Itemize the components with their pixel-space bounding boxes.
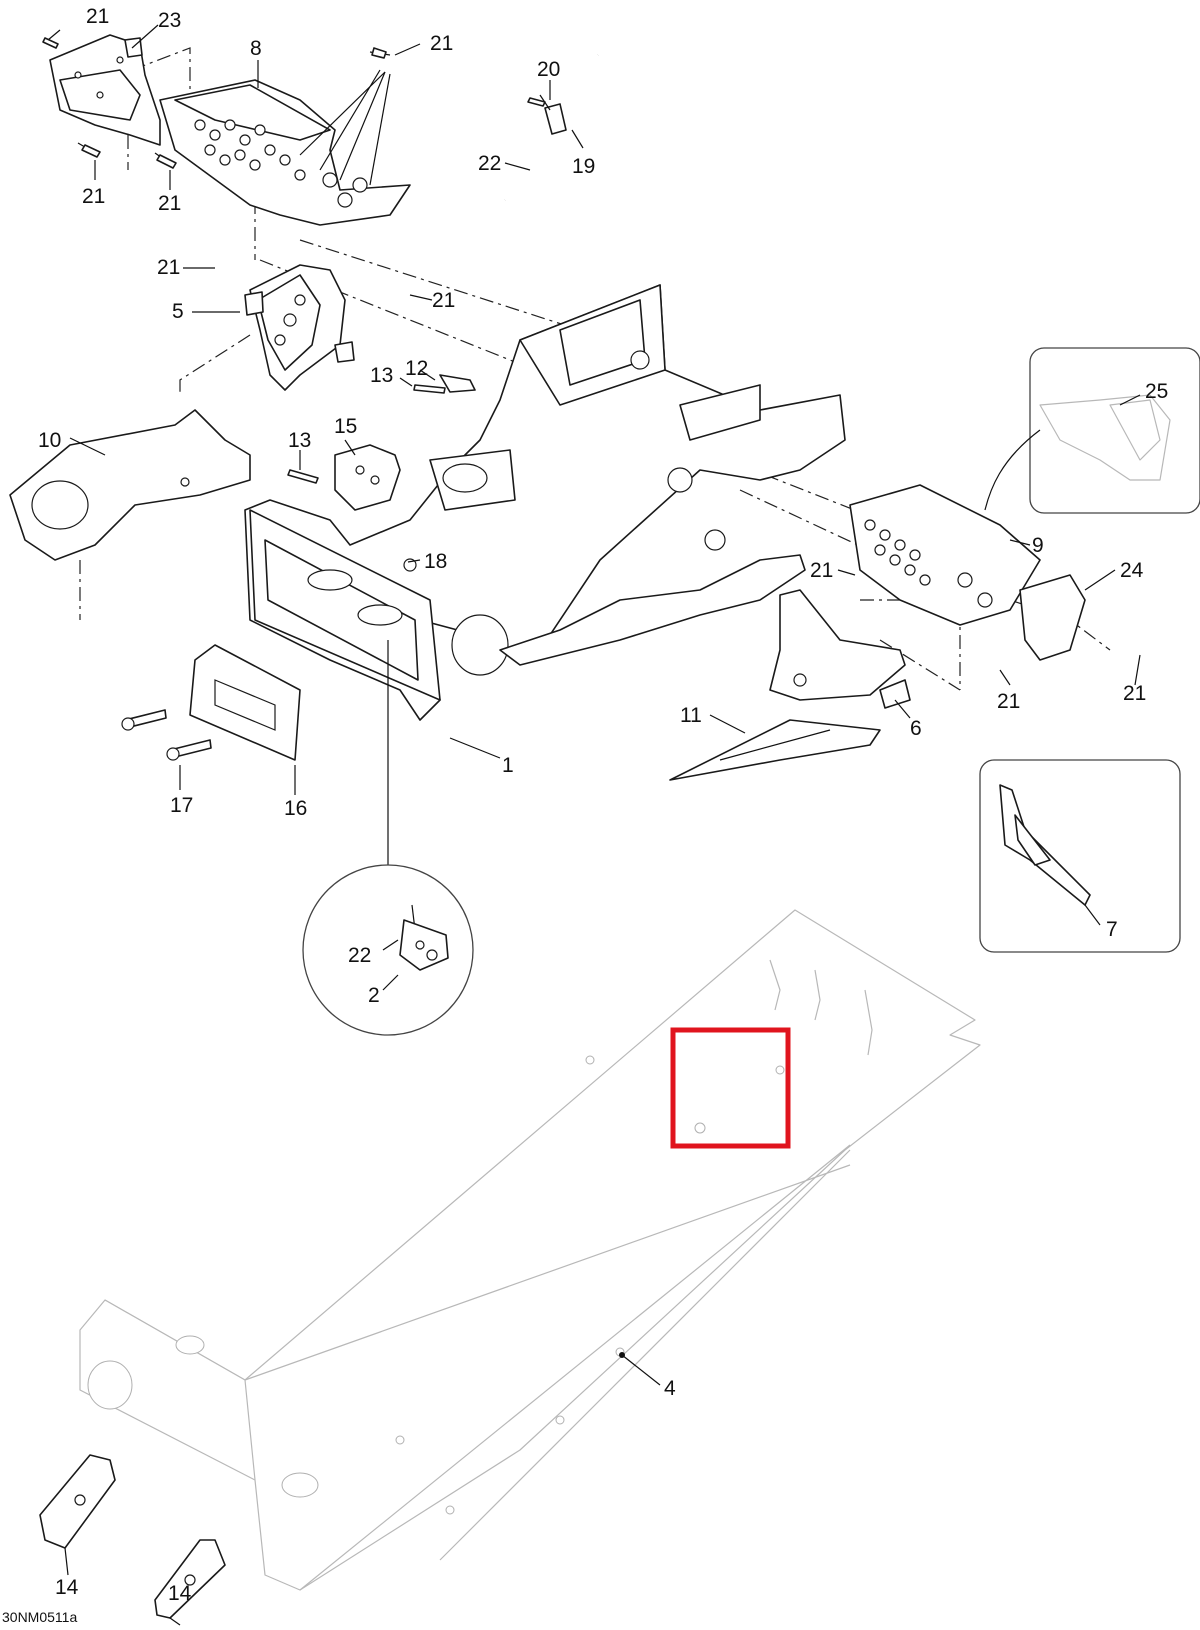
callout-8: 8 bbox=[250, 37, 262, 60]
part-4-tunnel bbox=[79, 909, 981, 1591]
highlight-box bbox=[670, 1027, 791, 1149]
part-6-bracket bbox=[769, 589, 911, 709]
callout-20: 20 bbox=[537, 58, 560, 81]
callout-15: 15 bbox=[334, 415, 357, 438]
callout-24: 24 bbox=[1120, 559, 1144, 582]
part-14-plate-left bbox=[39, 1454, 116, 1549]
callout-21: 21 bbox=[86, 5, 109, 28]
callout-11: 11 bbox=[680, 704, 702, 727]
callout-labels: 21 23 8 21 20 22 19 21 21 21 5 21 12 13 … bbox=[2, 5, 1168, 1625]
detail-circle-2 bbox=[302, 640, 474, 1036]
part-13-screws bbox=[287, 384, 446, 484]
part-16-plate bbox=[189, 644, 301, 761]
reference-code: 30NM0511a bbox=[2, 1609, 77, 1625]
callout-21: 21 bbox=[158, 192, 181, 215]
part-15-bracket bbox=[334, 444, 401, 511]
callout-21: 21 bbox=[432, 289, 455, 312]
part-11-strip bbox=[669, 719, 881, 781]
callout-2: 2 bbox=[368, 984, 380, 1007]
callout-21: 21 bbox=[997, 690, 1020, 713]
rivets-21-top bbox=[42, 29, 391, 186]
callout-25: 25 bbox=[1145, 380, 1168, 403]
callout-6: 6 bbox=[910, 717, 922, 740]
callout-14: 14 bbox=[168, 1582, 192, 1605]
callout-1: 1 bbox=[502, 754, 514, 777]
part-5-bracket bbox=[244, 264, 355, 391]
callout-13: 13 bbox=[288, 429, 311, 452]
leader-lines bbox=[64, 24, 1141, 1626]
callout-12: 12 bbox=[405, 357, 428, 380]
callout-21: 21 bbox=[810, 559, 833, 582]
callout-21: 21 bbox=[82, 185, 105, 208]
part-22-hose bbox=[503, 53, 600, 201]
callout-14: 14 bbox=[55, 1576, 79, 1599]
part-9-perforated-plate bbox=[849, 484, 1041, 626]
part-9-holes bbox=[864, 519, 993, 608]
part-12-clip bbox=[439, 374, 476, 393]
callout-19: 19 bbox=[572, 155, 595, 178]
part-8-holes bbox=[194, 119, 368, 208]
callout-9: 9 bbox=[1032, 534, 1044, 557]
callout-5: 5 bbox=[172, 300, 184, 323]
part-17-screws bbox=[121, 709, 212, 761]
part-1-frame bbox=[244, 284, 846, 721]
part-14-plate-right bbox=[154, 1539, 226, 1619]
detail-box-25 bbox=[984, 347, 1200, 514]
callout-21: 21 bbox=[157, 256, 180, 279]
detail-box-7 bbox=[979, 759, 1181, 953]
callout-22: 22 bbox=[348, 944, 371, 967]
callout-7: 7 bbox=[1106, 918, 1118, 941]
callout-4: 4 bbox=[664, 1377, 676, 1400]
callout-10: 10 bbox=[38, 429, 61, 452]
part-10-cover bbox=[9, 409, 251, 561]
part-23-bracket bbox=[49, 34, 161, 146]
callout-21: 21 bbox=[430, 32, 453, 55]
callout-13: 13 bbox=[370, 364, 393, 387]
callout-23: 23 bbox=[158, 9, 181, 32]
callout-22: 22 bbox=[478, 152, 501, 175]
callout-17: 17 bbox=[170, 794, 193, 817]
part-8-perforated-plate bbox=[159, 79, 411, 226]
part-24-bracket bbox=[1019, 574, 1086, 661]
callout-16: 16 bbox=[284, 797, 307, 820]
callout-18: 18 bbox=[424, 550, 447, 573]
callout-21: 21 bbox=[1123, 682, 1146, 705]
